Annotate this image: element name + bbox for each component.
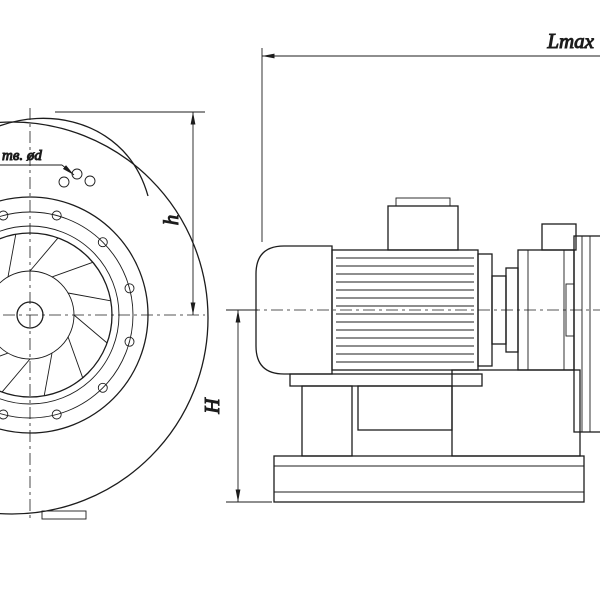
bearing-cap — [541, 223, 577, 251]
top-flange — [0, 117, 149, 197]
motor-mounting-plate — [289, 373, 483, 387]
motor-fan-cover — [255, 245, 333, 375]
holes-note-label: тв. ød — [2, 148, 42, 164]
lmax-label: Lmax — [546, 29, 594, 53]
slide-rail-box — [357, 385, 453, 431]
front-view-fan — [0, 108, 209, 522]
dimension-h: h — [55, 111, 205, 315]
dimension-overall-height: H — [200, 309, 272, 503]
side-view-assembly — [248, 197, 600, 503]
volute-outline — [0, 121, 209, 515]
H-label: H — [200, 397, 224, 415]
bearing-pedestal — [451, 369, 581, 457]
motor-support-leg — [301, 385, 353, 457]
base-frame — [273, 455, 585, 503]
holes-leader-line — [61, 164, 75, 176]
inlet-bolt-holes — [0, 210, 135, 420]
terminal-box-lid — [395, 197, 451, 207]
fan-casing-side — [573, 235, 600, 433]
holes-callout: тв. ød — [0, 148, 75, 176]
flange-bolt-holes — [58, 168, 96, 188]
h-label: h — [159, 215, 183, 226]
impeller-blades — [0, 234, 111, 396]
motor-cooling-fins — [336, 257, 474, 363]
dimension-lmax: Lmax — [261, 29, 600, 242]
terminal-box — [387, 205, 459, 251]
fan-foot — [41, 510, 87, 520]
